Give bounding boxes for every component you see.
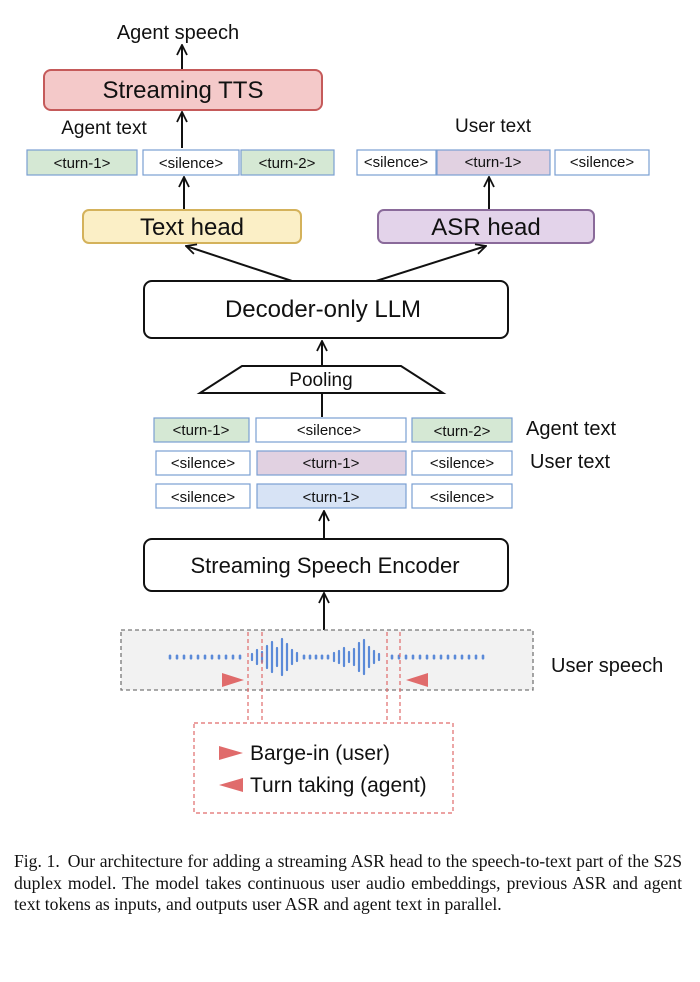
audio-waveform	[168, 637, 485, 677]
pooling-block: Pooling	[196, 365, 447, 394]
event-connector-lines	[247, 632, 401, 723]
barge-in-marker-icon	[222, 673, 244, 687]
asr-head-label: ASR head	[431, 214, 540, 241]
token: <silence>	[171, 489, 235, 506]
turn-taking-legend-label: Turn taking (agent)	[250, 774, 427, 797]
user-output-token-row: <silence> <turn-1> <silence>	[356, 149, 650, 176]
decoder-only-llm-block: Decoder-only LLM	[143, 280, 509, 339]
streaming-speech-encoder-block: Streaming Speech Encoder	[143, 538, 509, 592]
architecture-diagram: Agent speech Streaming TTS Agent text <t…	[26, 22, 663, 814]
event-legend-box	[193, 722, 454, 814]
token: <turn-1>	[303, 455, 360, 472]
encoder-label: Streaming Speech Encoder	[190, 553, 459, 578]
text-head-label: Text head	[140, 214, 244, 241]
figure-caption: Fig. 1.Our architecture for adding a str…	[14, 851, 682, 916]
token: <turn-1>	[465, 154, 522, 171]
llm-to-asr-head-arrow	[375, 246, 486, 282]
streaming-tts-block: Streaming TTS	[43, 69, 323, 111]
token: <turn-1>	[54, 155, 111, 172]
agent-output-token-row: <turn-1> <silence> <turn-2>	[26, 149, 335, 176]
token: <silence>	[159, 155, 223, 172]
llm-to-text-head-arrow	[186, 246, 293, 282]
agent-text-output-label: Agent text	[61, 118, 147, 139]
token: <silence>	[430, 455, 494, 472]
token: <silence>	[430, 489, 494, 506]
caption-label: Fig. 1.	[14, 851, 60, 871]
token: <turn-1>	[303, 489, 360, 506]
caption-text: Our architecture for adding a streaming …	[14, 851, 682, 915]
token: <turn-2>	[259, 155, 316, 172]
token: <turn-1>	[173, 422, 230, 439]
token: <silence>	[364, 154, 428, 171]
user-text-input-label: User text	[530, 451, 610, 473]
input-user-token-row: <silence> <turn-1> <silence>	[155, 450, 513, 476]
agent-text-input-label: Agent text	[526, 418, 617, 440]
asr-head-block: ASR head	[377, 209, 595, 244]
pooling-label: Pooling	[289, 370, 352, 391]
token: <silence>	[171, 455, 235, 472]
token: <silence>	[297, 422, 361, 439]
turn-taking-legend-icon	[219, 778, 243, 792]
input-speech-token-row: <silence> <turn-1> <silence>	[155, 483, 513, 509]
llm-label: Decoder-only LLM	[225, 296, 421, 323]
barge-in-legend-icon	[219, 746, 243, 760]
input-agent-token-row: <turn-1> <silence> <turn-2>	[153, 417, 513, 443]
agent-speech-label: Agent speech	[117, 22, 239, 44]
streaming-tts-label: Streaming TTS	[103, 77, 264, 104]
user-speech-label: User speech	[551, 655, 663, 677]
token: <silence>	[570, 154, 634, 171]
barge-in-legend-label: Barge-in (user)	[250, 742, 390, 765]
user-text-output-label: User text	[455, 116, 532, 137]
user-audio-region	[120, 629, 534, 691]
text-head-block: Text head	[82, 209, 302, 244]
token: <turn-2>	[434, 423, 491, 440]
turn-taking-marker-icon	[406, 673, 428, 687]
